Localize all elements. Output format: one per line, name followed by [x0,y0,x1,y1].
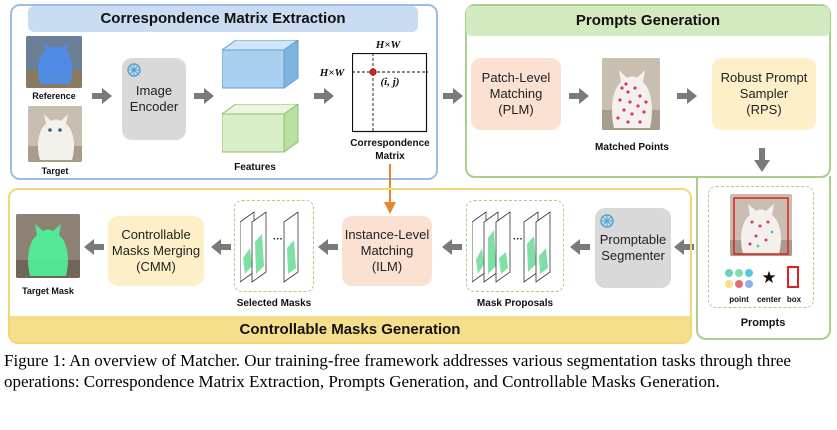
selected-masks-stack [240,211,299,283]
arrow-to-selected-masks [318,239,338,255]
target-mask-label: Target Mask [22,286,74,296]
arrow-to-cmm [211,239,231,255]
features-label: Features [234,162,276,173]
selected-masks-frame [234,200,314,292]
pg-panel [465,4,831,178]
target-features-block [222,104,299,153]
ilm-module: Instance-Level Matching (ILM) [342,216,432,286]
box-prompt-icon [787,266,799,288]
plm-line2: Matching [489,86,543,101]
arrow-to-segmenter [674,239,694,255]
cmg-title: Controllable Masks Generation [239,321,461,338]
figure-caption: Figure 1: An overview of Matcher. Our tr… [4,351,791,391]
arrow-to-target-mask [84,239,104,255]
pg-title: Prompts Generation [575,12,721,29]
rps-line2: Sampler [739,86,789,101]
reference-image [26,36,82,88]
arrow-to-ilm [442,239,462,255]
matrix-point-label: (i, j) [380,76,400,88]
mask-proposals-label: Mask Proposals [476,298,554,309]
cmm-module: Controllable Masks Merging (CMM) [108,216,204,286]
cmg-header [10,316,690,342]
ilm-line2: Matching [360,243,414,258]
ilm-line1: Instance-Level [344,227,430,242]
arrow-to-prompts [754,148,770,172]
pg-header [466,6,830,36]
arrow-to-plm [443,88,463,104]
arrow-to-matched-points [569,88,589,104]
matrix-label-line2: Matrix [375,151,405,162]
arrow-to-encoder [92,88,112,104]
prompts-image [730,194,792,256]
target-mask-image [16,214,80,278]
arrow-to-mask-proposals [570,239,590,255]
matrix-top-dim: H×W [375,39,401,51]
encoder-logo-icon [127,63,141,77]
target-image [28,106,82,162]
arrow-to-features [194,88,214,104]
cme-title: Correspondence Matrix Extraction [100,10,346,27]
center-prompt-icon: ★ [761,268,777,287]
arrow-to-rps [677,88,697,104]
point-prompt-icon [725,269,753,288]
prompts-panel [696,176,831,340]
reference-label: Reference [32,91,76,101]
selected-masks-ellipsis: ··· [273,234,283,245]
cmm-line1: Controllable [121,227,191,242]
mask-proposals-stack [472,211,551,283]
ilm-line3: (ILM) [371,259,403,274]
segmenter-line1: Promptable [599,232,667,247]
cmm-line2: Masks Merging [111,243,201,258]
segmenter-logo-icon [600,214,614,228]
encoder-line2: Encoder [129,99,179,114]
selected-masks-label: Selected Masks [236,298,312,309]
segmenter-line2: Segmenter [601,248,665,263]
arrow-to-matrix [314,88,334,104]
encoder-line1: Image [135,83,173,98]
plm-module: Patch-Level Matching (PLM) [471,58,561,130]
plm-line3: (PLM) [498,102,534,117]
orange-arrow-to-ilm [384,164,396,214]
prompts-dashed-frame [708,186,814,308]
rps-line3: (RPS) [746,102,782,117]
cmg-panel [8,188,692,344]
mask-proposals-frame [466,200,564,292]
prompts-label: Prompts [740,317,786,329]
point-label: point [729,295,749,304]
plm-line1: Patch-Level [481,70,551,85]
matched-points-image [602,58,660,130]
matrix-left-dim: H×W [319,67,345,79]
center-label: center [756,295,781,304]
cmm-line3: (CMM) [136,259,176,274]
target-label: Target [41,166,69,176]
rps-module: Robust Prompt Sampler (RPS) [712,58,816,130]
rps-line1: Robust Prompt [720,70,808,85]
cme-panel [10,4,438,180]
mask-proposals-ellipsis: ··· [513,234,523,245]
reference-features-block [222,40,299,89]
matched-points-label: Matched Points [595,142,669,153]
matrix-label-line1: Correspondence [350,138,430,149]
correspondence-matrix [352,53,428,133]
cme-header [28,6,418,32]
box-label: box [786,295,802,304]
